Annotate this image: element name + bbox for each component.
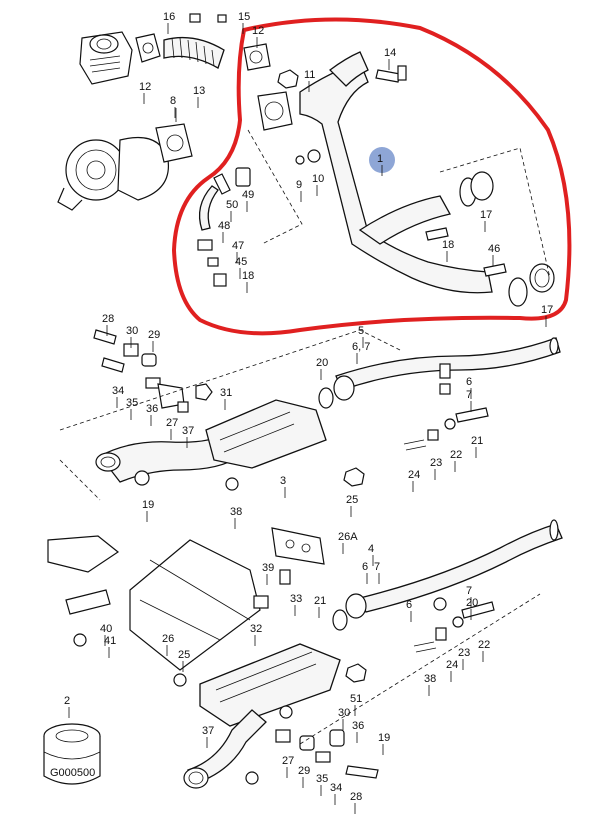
- callout-label: 13: [193, 85, 205, 97]
- bushing-51-group: G000500: [43, 723, 101, 785]
- callout-label: 27: [166, 417, 178, 429]
- callout-label: 28: [350, 791, 362, 803]
- callout-label: 17: [480, 209, 492, 221]
- bushing-marking-text: G000500: [50, 767, 95, 779]
- callout-label: 6: [466, 376, 472, 388]
- callout-label: 48: [218, 220, 230, 232]
- callout-label: 22: [478, 639, 490, 651]
- lower-exhaust-group: [47, 519, 563, 789]
- highlight-outline: [171, 17, 572, 336]
- callout-label: 7: [466, 389, 472, 401]
- callout-label: 20: [466, 597, 478, 609]
- callout-label: 37: [182, 425, 194, 437]
- callout-label: 26: [162, 633, 174, 645]
- callout-label: 34: [330, 782, 342, 794]
- callout-label: 27: [282, 755, 294, 767]
- callout-label: 33: [290, 593, 302, 605]
- callout-label: 12: [252, 25, 264, 37]
- callout-label: 20: [316, 357, 328, 369]
- callout-label: 2: [64, 695, 70, 707]
- callout-label: 45: [235, 256, 247, 268]
- callout-label: 7: [374, 561, 380, 573]
- callout-label: 5: [358, 325, 364, 337]
- callout-label: 37: [202, 725, 214, 737]
- callout-label: 6, 7: [352, 341, 370, 353]
- callout-label: 24: [408, 469, 420, 481]
- callout-label: 36: [146, 403, 158, 415]
- callout-label: 41: [104, 635, 116, 647]
- callout-label: 9: [296, 179, 302, 191]
- callout-label: 30: [338, 707, 350, 719]
- callout-label: 25: [178, 649, 190, 661]
- callout-label: 29: [148, 329, 160, 341]
- callout-label: 34: [112, 385, 124, 397]
- callout-label: 28: [102, 313, 114, 325]
- callout-label: 31: [220, 387, 232, 399]
- callout-label: 21: [471, 435, 483, 447]
- callout-label: 3: [280, 475, 286, 487]
- callout-label: 11: [304, 69, 315, 81]
- callout-label: 21: [314, 595, 326, 607]
- callout-label: 22: [450, 449, 462, 461]
- callout-label: 50: [226, 199, 238, 211]
- turbo-intake-group: [57, 13, 227, 211]
- callout-label: 7: [466, 585, 472, 597]
- callout-label: 14: [384, 47, 396, 59]
- callout-label: 46: [488, 243, 500, 255]
- callout-label: 4: [368, 543, 374, 555]
- callout-label: 16: [163, 11, 175, 23]
- callout-label: 1: [377, 153, 383, 165]
- callout-label: 15: [238, 11, 250, 23]
- callout-label: 8: [170, 95, 176, 107]
- callout-label: 18: [242, 270, 254, 282]
- callout-label: 38: [230, 506, 242, 518]
- callout-label: 35: [126, 397, 138, 409]
- callout-label: 6: [362, 561, 368, 573]
- callout-label: 19: [378, 732, 390, 744]
- callout-label: 30: [126, 325, 138, 337]
- highlight-marker: [369, 147, 395, 173]
- callout-leaders: [68, 23, 547, 814]
- callout-label: 35: [316, 773, 328, 785]
- callout-label: 47: [232, 240, 244, 252]
- callout-label: 26A: [338, 531, 358, 543]
- callout-label: 10: [312, 173, 324, 185]
- callout-label: 17: [541, 304, 553, 316]
- callout-label: 25: [346, 494, 358, 506]
- callout-label: 23: [430, 457, 442, 469]
- callout-label: 49: [242, 189, 254, 201]
- callout-label: 12: [139, 81, 151, 93]
- callout-label: 51: [350, 693, 362, 705]
- callout-label: 23: [458, 647, 470, 659]
- callout-label: 29: [298, 765, 310, 777]
- callout-label: 6: [406, 599, 412, 611]
- callout-label: 38: [424, 673, 436, 685]
- callout-label: 18: [442, 239, 454, 251]
- callout-label: 36: [352, 720, 364, 732]
- callout-label: 19: [142, 499, 154, 511]
- callout-label: 40: [100, 623, 112, 635]
- callout-label: 24: [446, 659, 458, 671]
- middle-exhaust-group: [59, 329, 561, 501]
- callout-label: 32: [250, 623, 262, 635]
- downpipe-group: [197, 43, 555, 307]
- callout-label: 39: [262, 562, 274, 574]
